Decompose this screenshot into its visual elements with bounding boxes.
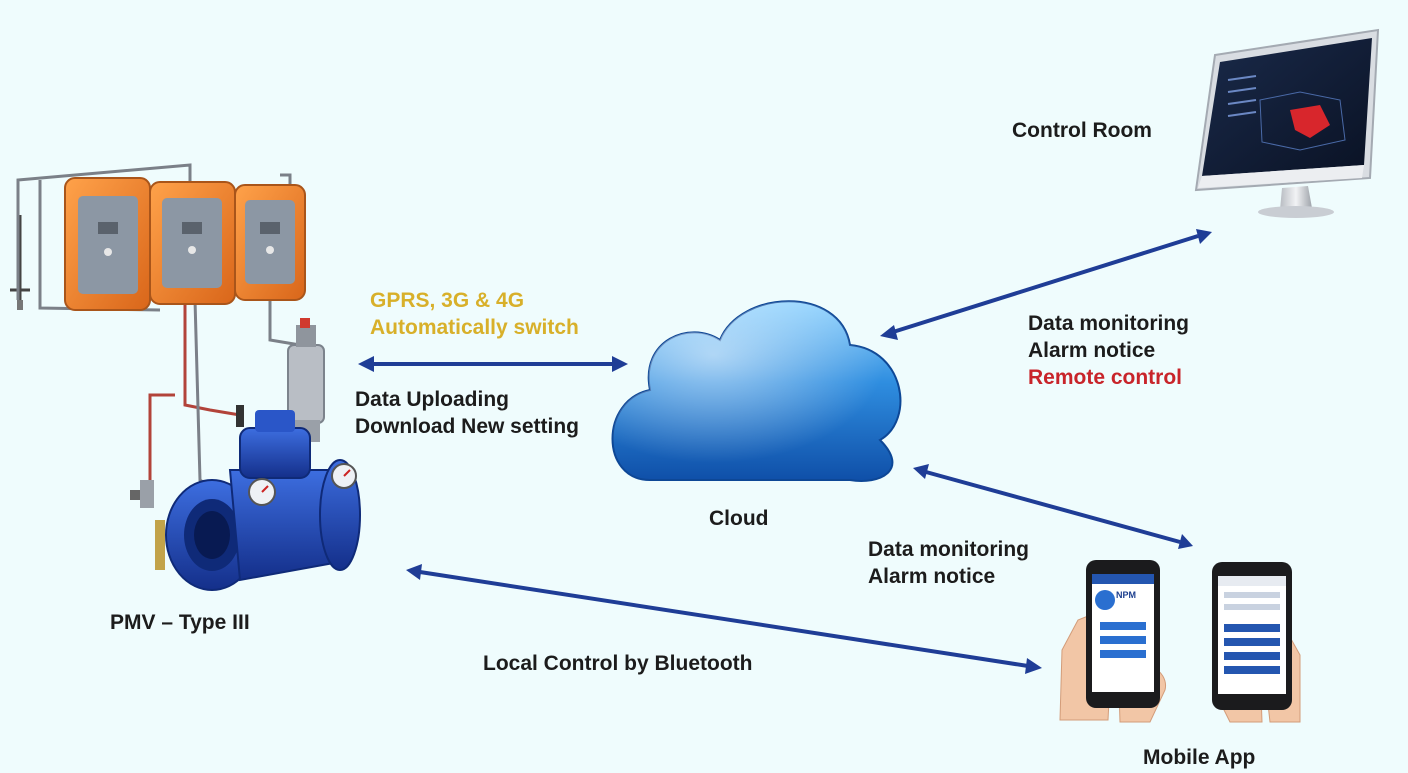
mobile-data-monitoring-text: Data monitoring <box>868 538 1029 561</box>
controller-box-icon <box>64 177 151 311</box>
arrow-cloud-mobile <box>913 464 1193 549</box>
pmv-label: PMV – Type III <box>110 611 250 634</box>
smartphone-icon <box>1212 562 1292 710</box>
control-link-label: Data monitoring Alarm notice Remote cont… <box>1028 310 1189 391</box>
arrow-pmv-mobile <box>406 564 1042 674</box>
controller-box-icon <box>149 181 236 305</box>
phone-brand-text: NPM <box>1116 590 1136 600</box>
control-room-label: Control Room <box>1012 119 1152 142</box>
remote-control-text: Remote control <box>1028 366 1183 389</box>
smartphone-icon <box>1086 560 1160 708</box>
arrows <box>358 229 1212 674</box>
mobile-alarm-notice-text: Alarm notice <box>868 565 996 588</box>
control-data-monitoring-text: Data monitoring <box>1028 312 1189 335</box>
network-line-1: GPRS, 3G & 4G <box>370 289 525 312</box>
cloud-icon <box>611 300 902 482</box>
valve-illustration <box>10 163 361 591</box>
network-label: GPRS, 3G & 4G Automatically switch <box>370 287 579 341</box>
arrow-cloud-control <box>880 229 1212 340</box>
data-uploading-text: Data Uploading <box>355 388 510 411</box>
cloud-label: Cloud <box>709 507 769 530</box>
download-setting-text: Download New setting <box>355 415 580 438</box>
pmv-cloud-data-label: Data Uploading Download New setting <box>355 386 579 440</box>
network-line-2: Automatically switch <box>370 316 579 339</box>
bluetooth-label: Local Control by Bluetooth <box>483 652 753 675</box>
controller-box-icon <box>234 184 306 301</box>
mobile-link-label: Data monitoring Alarm notice <box>868 536 1029 590</box>
mobile-app-label: Mobile App <box>1143 746 1256 769</box>
monitor-icon <box>1194 28 1380 218</box>
control-alarm-notice-text: Alarm notice <box>1028 339 1156 362</box>
arrow-pmv-cloud <box>358 356 628 372</box>
